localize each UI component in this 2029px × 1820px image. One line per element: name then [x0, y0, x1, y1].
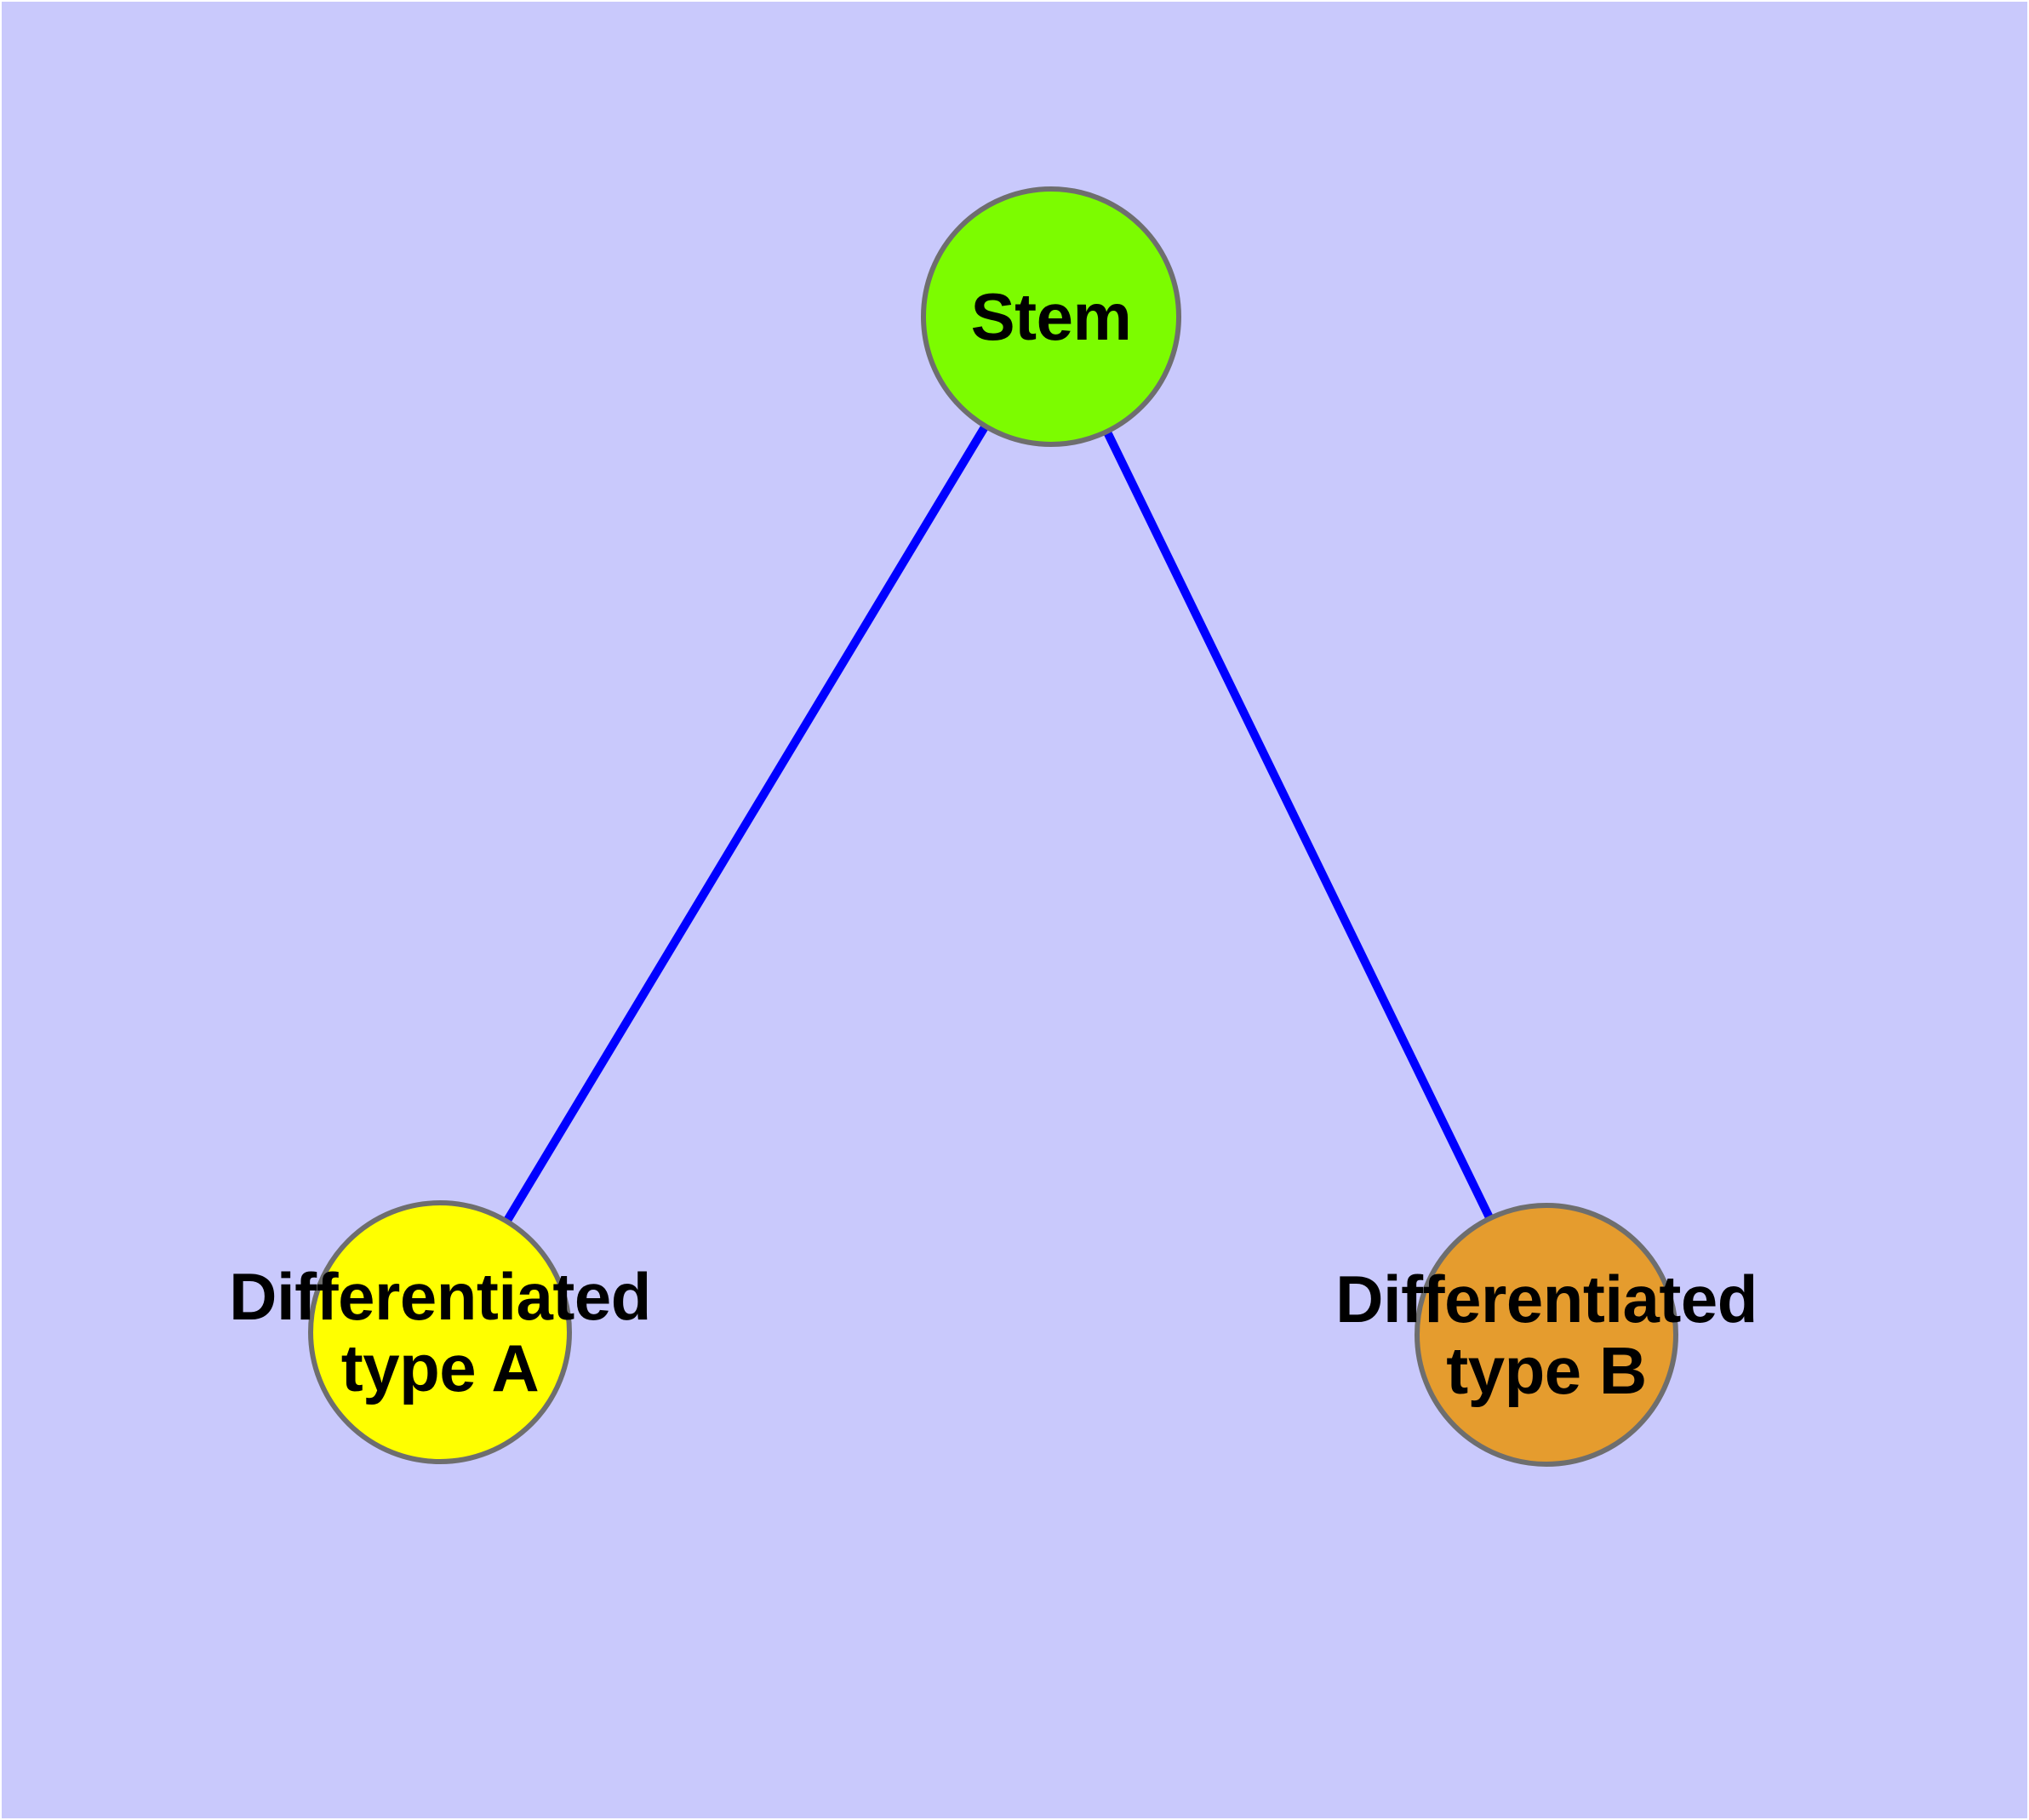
node-differentiated-type-b[interactable]: [1415, 1203, 1678, 1467]
node-layer: [308, 186, 1678, 1467]
edge-layer: [503, 423, 1494, 1224]
node-stem[interactable]: [921, 186, 1181, 447]
edge-stem-to-differentiated-b[interactable]: [1103, 429, 1494, 1221]
edge-stem-to-differentiated-a[interactable]: [503, 423, 989, 1224]
node-differentiated-type-a[interactable]: [308, 1200, 572, 1464]
